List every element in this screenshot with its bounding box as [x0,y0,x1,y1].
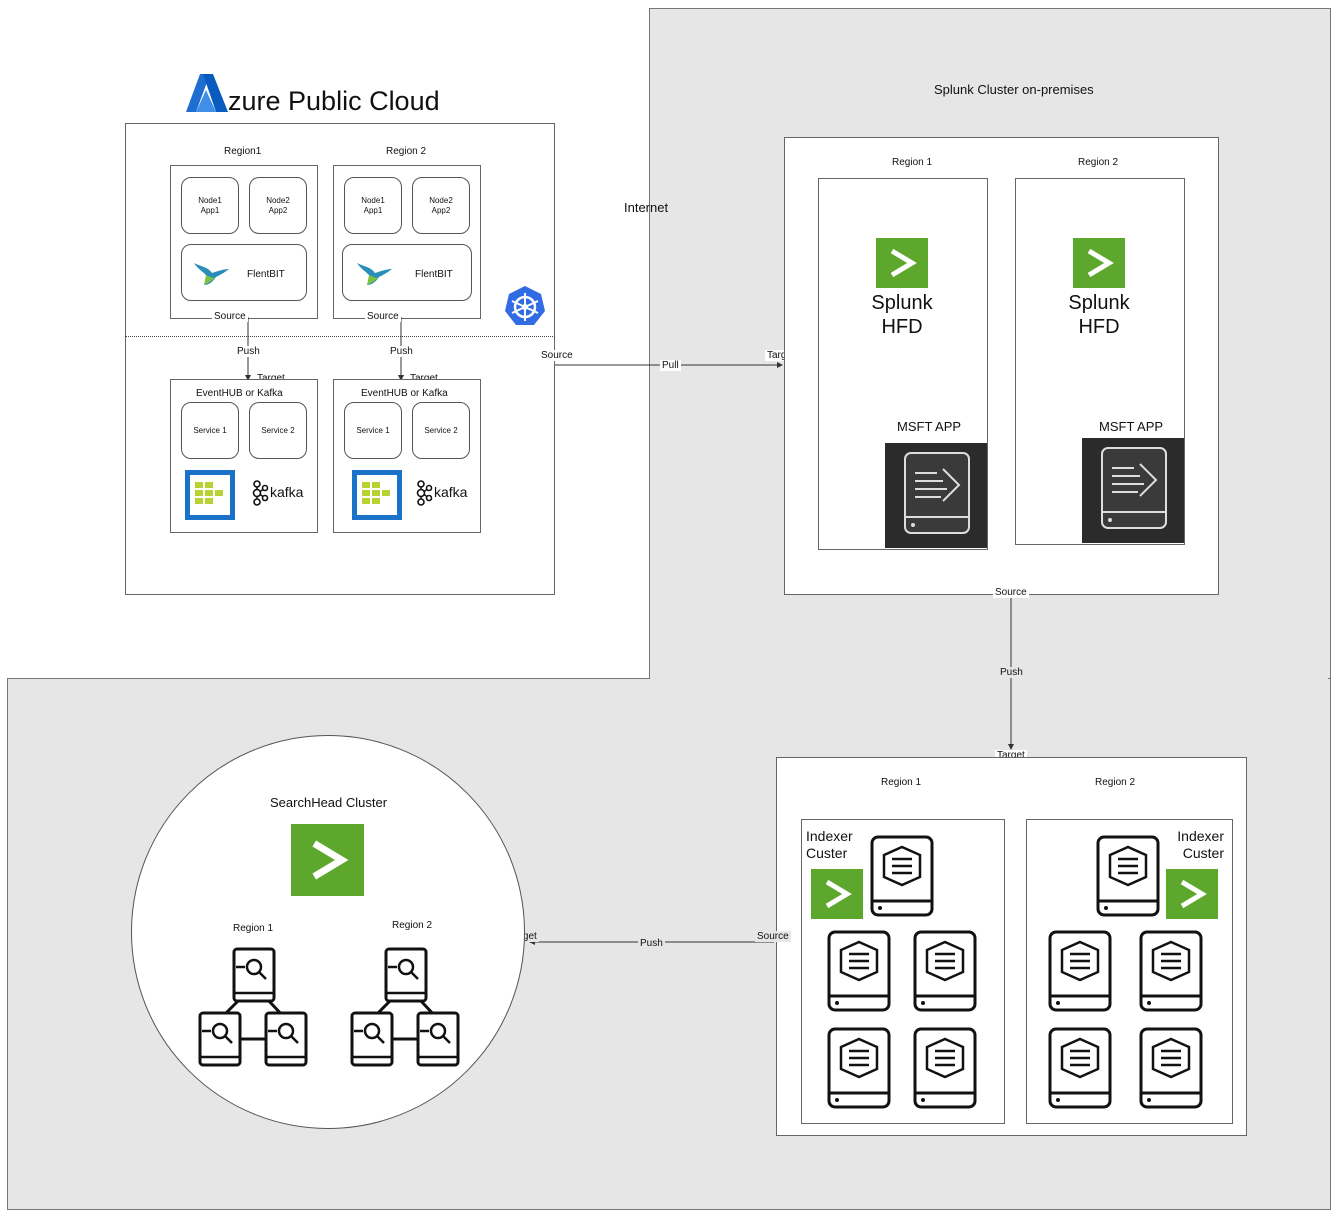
azure-r2-service1: Service 1 [344,402,402,459]
azure-r2-push-label: Push [388,346,415,357]
azure-r1-fluent-label: FlentBIT [247,269,285,280]
azure-logo-icon [186,74,228,112]
lower-background-join [650,675,1328,685]
indexer-r1-title: Indexer Custer [806,828,853,861]
splunk-logo-icon [1166,869,1218,919]
azure-r2-target-label: Target [408,373,440,384]
azure-r2-node1: Node1 App1 [344,177,402,234]
azure-r2-source-label: Source [365,311,401,322]
indexer-source-label: Source [755,931,791,942]
indexer-server-icon [913,1027,977,1109]
splunk-logo-icon [876,238,928,288]
kafka-label: kafka [270,484,304,500]
azure-region2-label: Region 2 [386,146,427,157]
azure-r2-fluent-label: FlentBIT [415,269,453,280]
azure-r1-push-label: Push [235,346,262,357]
azure-r1-node1: Node1 App1 [181,177,239,234]
indexer-server-icon [1048,930,1112,1012]
onprem-r1-product: Splunk HFD [871,292,933,338]
indexer-server-icon [1139,930,1203,1012]
azure-r1-service2: Service 2 [249,402,307,459]
kafka-label: kafka [434,484,468,500]
msft-app-icon [885,443,987,548]
kubernetes-icon [503,285,547,329]
indexer-server-icon [913,930,977,1012]
searchhead-circle [131,735,525,1129]
azure-r2-service2: Service 2 [412,402,470,459]
internet-label: Internet [624,200,669,215]
azure-r2-fluentbit: FlentBIT [342,244,472,301]
azure-source-label: Source [539,350,575,361]
indexer-server-icon [870,835,934,917]
azure-r1-fluentbit: FlentBIT [181,244,307,301]
indexer-region2-label: Region 2 [1095,777,1136,788]
splunk-logo-icon [811,869,863,919]
azure-region1-label: Region1 [224,146,262,157]
kafka-icon: kafka [415,480,475,506]
searchhead-push-label: Push [638,938,665,949]
searchhead-title: SearchHead Cluster [270,795,388,810]
onprem-r2-app-label: MSFT APP [1099,419,1164,434]
indexer-region1-label: Region 1 [881,777,922,788]
onprem-target-label: Target [765,350,797,361]
eventhub-icon [183,468,237,522]
azure-title: zure Public Cloud [228,86,440,116]
azure-r1-service1: Service 1 [181,402,239,459]
indexer-server-icon [1048,1027,1112,1109]
onprem-r2-product: Splunk HFD [1068,292,1130,338]
searchhead-region1-label: Region 1 [233,923,274,934]
kafka-icon: kafka [251,480,311,506]
eventhub-icon [350,468,404,522]
indexer-target-label: Target [995,750,1027,761]
azure-r1-eventhub-label: EventHUB or Kafka [196,388,283,399]
azure-r2-eventhub-label: EventHUB or Kafka [361,388,448,399]
indexer-server-icon [1139,1027,1203,1109]
indexer-r2-title: Indexer Custer [1177,828,1224,861]
indexer-server-icon [827,930,891,1012]
onprem-title: Splunk Cluster on-premises [934,82,1094,97]
msft-app-icon [1082,438,1184,543]
azure-r1-target-label: Target [255,373,287,384]
searchhead-region2-label: Region 2 [392,920,433,931]
splunk-logo-icon [1073,238,1125,288]
azure-divider-line [125,336,555,337]
indexer-server-icon [827,1027,891,1109]
searchhead-r2-cluster-icon [350,947,460,1067]
pull-label: Pull [660,360,681,371]
splunk-logo-icon [291,824,364,896]
onprem-region1-label: Region 1 [892,157,933,168]
onprem-push-label: Push [998,667,1025,678]
onprem-region2-label: Region 2 [1078,157,1119,168]
indexer-server-icon [1096,835,1160,917]
azure-r1-source-label: Source [212,311,248,322]
onprem-source-label: Source [993,587,1029,598]
azure-r1-node2: Node2 App2 [249,177,307,234]
onprem-r1-app-label: MSFT APP [897,419,962,434]
azure-r2-node2: Node2 App2 [412,177,470,234]
hummingbird-icon [357,263,392,285]
hummingbird-icon [194,263,229,285]
searchhead-r1-cluster-icon [198,947,308,1067]
